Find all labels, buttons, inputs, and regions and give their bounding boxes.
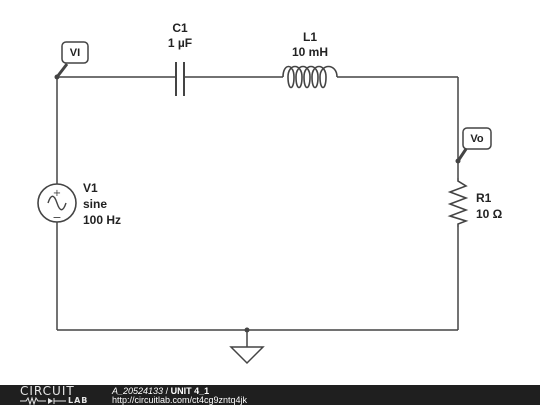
probe-vo-label: Vo (470, 133, 484, 145)
schematic-canvas: C1 1 µF L1 10 mH R1 10 Ω + − V1 sine 100… (37, 21, 503, 365)
logo-resistor-icon (20, 396, 66, 405)
wires (56, 76, 459, 347)
c1-value: 1 µF (168, 36, 192, 50)
footer-title[interactable]: UNIT 4_1 (170, 386, 210, 396)
l1-name: L1 (303, 30, 317, 44)
footer-separator: / (163, 386, 171, 396)
probe-vi[interactable]: VI (55, 41, 89, 78)
logo-bottom-row: LAB (20, 396, 100, 405)
minus-icon: − (52, 211, 61, 224)
plus-icon: + (53, 188, 61, 199)
probe-vo[interactable]: Vo (456, 127, 492, 162)
c1-name: C1 (172, 21, 188, 35)
l1-value: 10 mH (292, 45, 328, 59)
logo-text-bottom: LAB (68, 396, 89, 405)
r1-name: R1 (476, 191, 492, 205)
v1-type: sine (83, 197, 107, 211)
v1-frequency: 100 Hz (83, 213, 121, 227)
junction-dot-ground (244, 327, 250, 333)
footer-user[interactable]: A_20524133 (112, 386, 164, 396)
sine-wave-icon (47, 195, 67, 211)
logo-text-top: CIRCUIT (20, 384, 75, 398)
voltage-source-v1[interactable]: + − V1 sine 100 Hz (37, 181, 121, 227)
inductor-l1[interactable]: L1 10 mH (282, 30, 338, 89)
ground-symbol[interactable] (229, 346, 265, 365)
footer-url[interactable]: http://circuitlab.com/ct4cg9zntq4jk (112, 395, 248, 405)
probe-vi-label: VI (70, 47, 80, 59)
footer-credit: A_20524133 / UNIT 4_1 (112, 386, 209, 396)
r1-value: 10 Ω (476, 207, 503, 221)
capacitor-c1[interactable]: C1 1 µF (168, 21, 192, 96)
resistor-r1[interactable]: R1 10 Ω (447, 178, 503, 227)
circuitlab-logo[interactable]: CIRCUIT LAB (20, 385, 100, 405)
v1-name: V1 (83, 181, 98, 195)
footer-bar: CIRCUIT LAB A_20524133 / UNIT 4_1 http:/… (0, 385, 540, 405)
